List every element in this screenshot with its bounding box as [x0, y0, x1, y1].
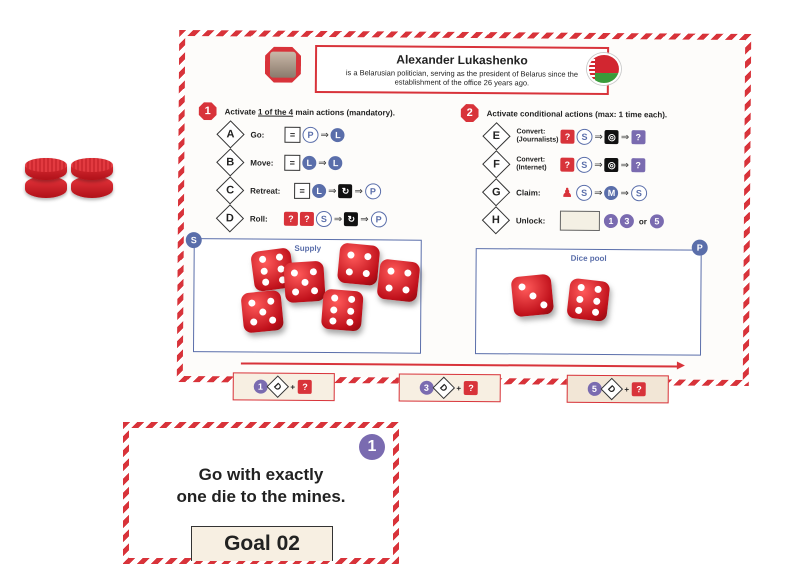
- goal-card[interactable]: 1 Go with exactly one die to the mines. …: [123, 422, 399, 564]
- leader-header: Alexander Lukashenko is a Belarusian pol…: [314, 44, 610, 96]
- goal-slot-1[interactable]: 1 D + ?: [232, 372, 335, 402]
- dice-pool-panel: Dice pool: [474, 248, 702, 356]
- red-die[interactable]: [510, 273, 555, 318]
- meeple-icon: ♟: [561, 185, 573, 200]
- step-1-badge: 1: [199, 102, 217, 120]
- action-convert-journalists[interactable]: E Convert: (Journalists) ?S ⇒◎ ⇒?: [482, 122, 647, 151]
- action-convert-internet[interactable]: F Convert: (Internet) ?S ⇒◎ ⇒?: [482, 150, 647, 179]
- red-die[interactable]: [376, 258, 421, 303]
- goal-slot-3[interactable]: 3 D + ?: [398, 373, 501, 403]
- goal-slot-5[interactable]: 5 D + ?: [566, 374, 669, 404]
- action-roll[interactable]: D Roll: ?? S ⇒↻ ⇒P: [215, 204, 389, 233]
- belarus-flag-icon: [586, 52, 622, 86]
- reroll-icon: ↻: [338, 184, 353, 199]
- red-die[interactable]: [566, 277, 611, 322]
- action-unlock[interactable]: H Unlock: 1 3 or 5: [481, 206, 666, 235]
- goal-card-icon: [559, 210, 600, 231]
- red-die[interactable]: [336, 242, 381, 287]
- target-icon: ◎: [604, 129, 619, 145]
- red-die[interactable]: [283, 260, 326, 304]
- reroll-icon: ↻: [344, 212, 359, 227]
- supply-tag: S: [185, 232, 202, 249]
- leader-portrait: [265, 47, 301, 83]
- goal-card-surface: 1 Go with exactly one die to the mines. …: [129, 428, 393, 561]
- red-cylinder: [71, 176, 113, 198]
- supply-panel: Supply: [192, 238, 422, 354]
- target-icon: ◎: [604, 157, 619, 173]
- red-cylinder: [71, 158, 113, 180]
- red-die[interactable]: [240, 289, 285, 334]
- progress-arrow-head: [676, 361, 685, 370]
- step-2-text: Activate conditional actions (max: 1 tim…: [486, 109, 668, 120]
- action-claim[interactable]: G Claim: ♟ S ⇒M ⇒S: [481, 178, 649, 207]
- goal-card-number: 1: [359, 434, 385, 460]
- player-board: Alexander Lukashenko is a Belarusian pol…: [176, 30, 752, 404]
- progress-arrow: [240, 362, 679, 368]
- red-cylinder: [25, 158, 67, 180]
- dice-pool-tag: P: [691, 239, 708, 256]
- red-cylinder-stack: [25, 148, 125, 208]
- step-2-badge: 2: [461, 104, 479, 122]
- red-die[interactable]: [320, 288, 364, 332]
- action-move[interactable]: B Move: =L ⇒L: [216, 148, 345, 177]
- red-cylinder: [25, 176, 67, 198]
- action-go[interactable]: A Go: =P ⇒L: [216, 120, 347, 149]
- board-surface: Alexander Lukashenko is a Belarusian pol…: [182, 36, 746, 404]
- leader-name: Alexander Lukashenko: [396, 52, 528, 68]
- action-retreat[interactable]: C Retreat: =L ⇒↻ ⇒P: [215, 176, 383, 205]
- leader-description: is a Belarusian politician, serving as t…: [345, 68, 579, 88]
- goal-card-title: Goal 02: [191, 526, 333, 561]
- goal-card-text: Go with exactly one die to the mines.: [176, 465, 346, 506]
- step-1-text: Activate 1 of the 4 main actions (mandat…: [224, 107, 395, 118]
